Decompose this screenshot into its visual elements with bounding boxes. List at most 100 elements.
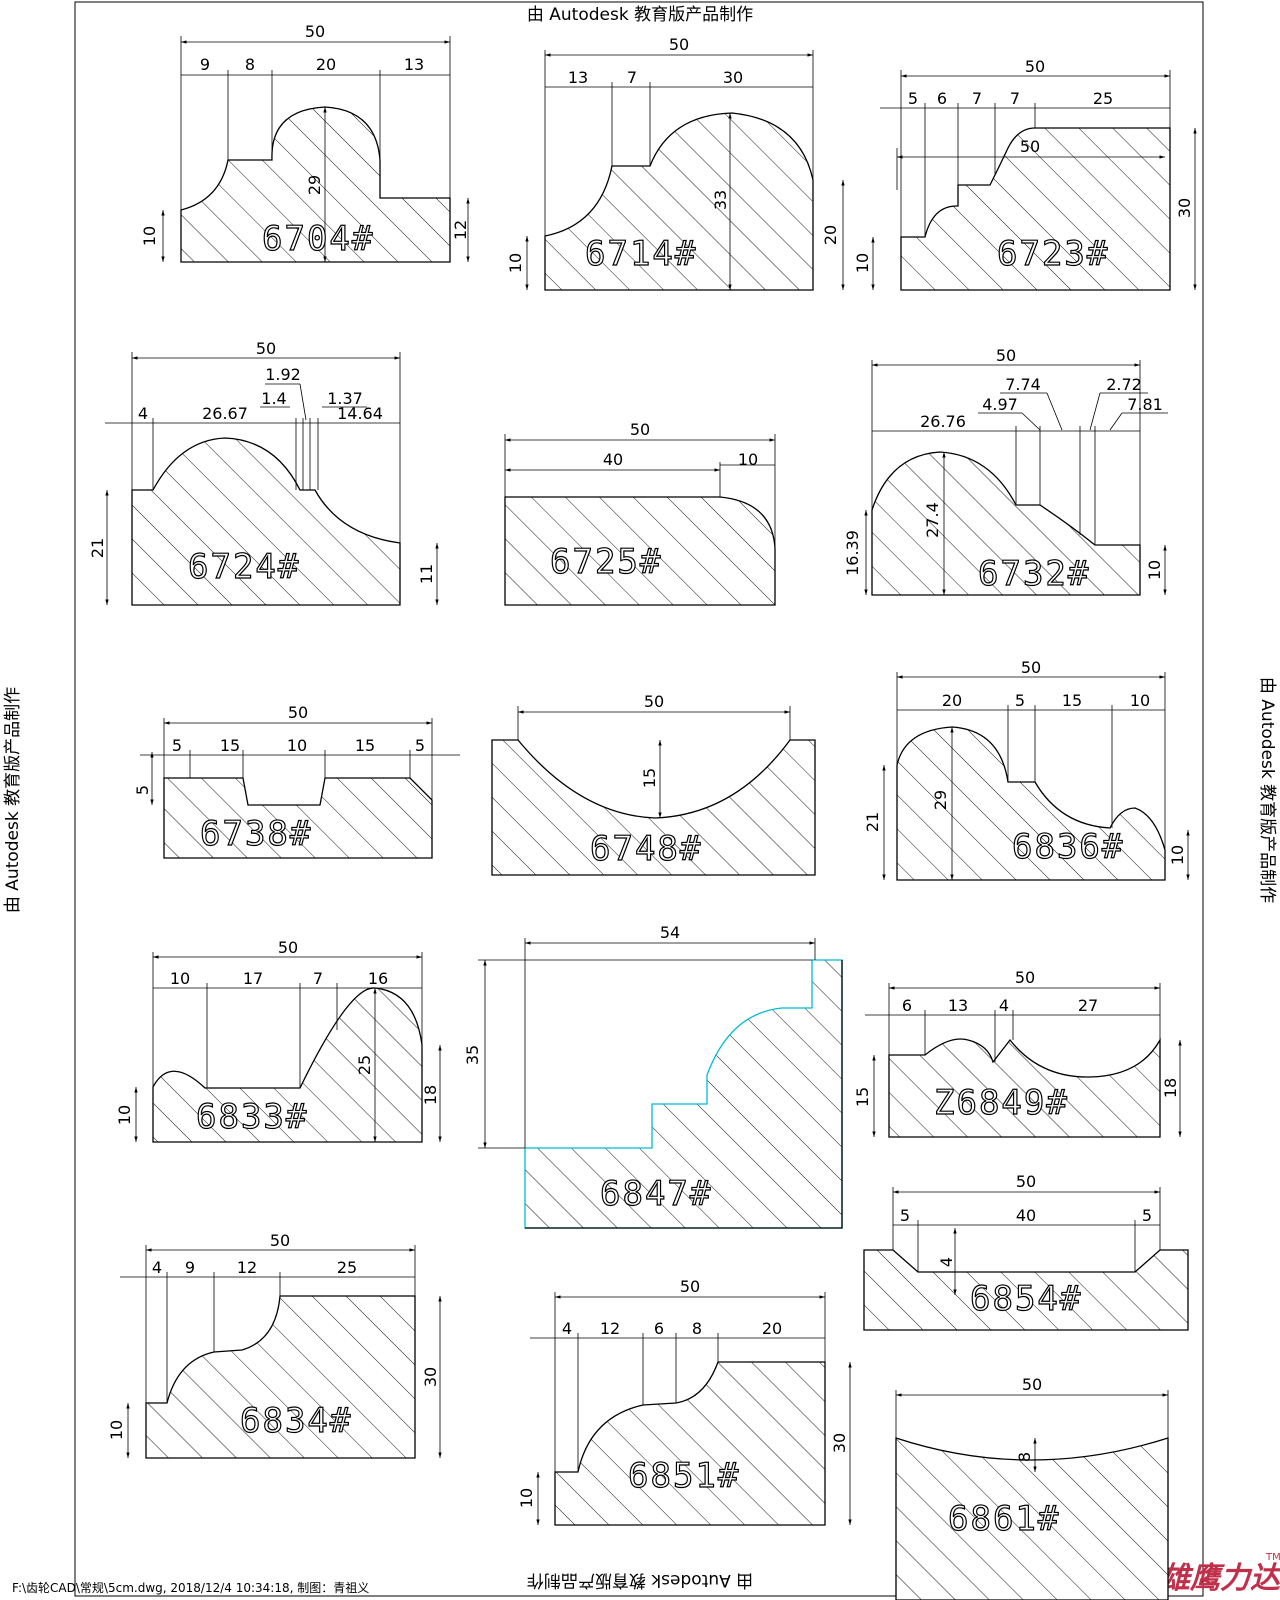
dim-label: 50 (996, 346, 1016, 365)
watermark-left: 由 Autodesk 教育版产品制作 (3, 687, 23, 913)
dim-label: 15 (853, 1087, 872, 1107)
watermark-top: 由 Autodesk 教育版产品制作 (527, 5, 753, 25)
dim-label: 14.64 (337, 404, 383, 423)
profile-6738: 50 5 15 10 15 5 5 6738# (133, 703, 460, 859)
dim-label: 40 (603, 450, 623, 469)
dim-label: 50 (1020, 137, 1040, 156)
dim-label: 10 (506, 253, 525, 273)
profile-6833: 50 10 17 7 16 25 10 18 6833# (115, 938, 442, 1143)
dim-label: 10 (170, 969, 190, 988)
dim-label: 5 (415, 736, 425, 755)
dim-label: 15 (220, 736, 240, 755)
dim-label: 4 (562, 1319, 572, 1338)
dim-label: 13 (404, 55, 424, 74)
profile-number: 6861# (948, 1499, 1060, 1539)
dim-label: 10 (853, 253, 872, 273)
dim-label: 25 (355, 1055, 374, 1075)
dim-label: 16 (368, 969, 388, 988)
dim-label: 5 (1142, 1206, 1152, 1225)
dim-label: 4 (138, 404, 148, 423)
profile-number: 6851# (628, 1456, 740, 1496)
profile-number: 6714# (585, 234, 697, 274)
dim-label: 9 (200, 55, 210, 74)
profile-number: 6833# (196, 1097, 308, 1137)
dim-label: 26.76 (920, 412, 966, 431)
dim-label: 10 (738, 450, 758, 469)
dim-label: 18 (421, 1085, 440, 1105)
brand-logo: 雄鹰力达 (1160, 1561, 1280, 1596)
dim-label: 5 (172, 736, 182, 755)
sheet-border (74, 1, 1204, 1597)
dim-label: 25 (1093, 89, 1113, 108)
dim-label: 12 (451, 220, 470, 240)
profile-6851: 50 4 12 6 8 20 10 30 6851# (517, 1277, 852, 1526)
dim-label: 5 (908, 89, 918, 108)
profile-number: 6704# (262, 219, 374, 259)
dim-label: 29 (931, 790, 950, 810)
profile-number: 6854# (970, 1279, 1082, 1319)
dim-label: 50 (305, 22, 325, 41)
dim-label: 12 (237, 1258, 257, 1277)
dim-label: 35 (463, 1045, 482, 1065)
dim-label: 15 (1062, 691, 1082, 710)
dim-label: 10 (1168, 845, 1187, 865)
dim-label: 21 (863, 812, 882, 832)
profile-6854: 50 5 40 5 4 6854# (863, 1172, 1189, 1331)
dim-label: 16.39 (843, 530, 862, 576)
profile-6723: 50 5 6 7 7 25 50 30 10 6723# (853, 57, 1197, 291)
dim-label: 50 (270, 1231, 290, 1250)
dim-label: 7 (972, 89, 982, 108)
dim-label: 26.67 (202, 404, 248, 423)
profile-6834: 50 4 9 12 25 10 30 6834# (107, 1231, 442, 1459)
dim-label: 12 (600, 1319, 620, 1338)
dim-label: 7.81 (1127, 395, 1163, 414)
dim-label: 10 (1145, 560, 1164, 580)
dim-label: 4 (152, 1258, 162, 1277)
dim-label: 9 (185, 1258, 195, 1277)
dim-label: 20 (762, 1319, 782, 1338)
dim-label: 50 (680, 1277, 700, 1296)
dim-label: 7.74 (1005, 375, 1041, 394)
dim-label: 27.4 (923, 502, 942, 538)
dim-label: 8 (245, 55, 255, 74)
dim-label: 29 (305, 175, 324, 195)
dim-label: 27 (1078, 996, 1098, 1015)
dim-label: 5 (900, 1206, 910, 1225)
dim-label: 50 (1015, 968, 1035, 987)
dim-label: 50 (1021, 658, 1041, 677)
dim-label: 25 (337, 1258, 357, 1277)
profile-number: 6748# (590, 829, 702, 869)
dim-label: 20 (821, 225, 840, 245)
dim-label: 21 (88, 538, 107, 558)
profile-number: Z6849# (934, 1083, 1069, 1123)
profile-6748: 50 15 6748# (491, 692, 816, 876)
profile-6847: 54 35 6847# (463, 923, 843, 1229)
dim-label: 50 (644, 692, 664, 711)
dim-label: 6 (654, 1319, 664, 1338)
dim-label: 30 (1175, 198, 1194, 218)
dim-label: 50 (1022, 1375, 1042, 1394)
dim-label: 10 (287, 736, 307, 755)
profile-6836: 50 20 5 15 10 29 21 10 6836# (863, 658, 1190, 881)
dim-label: 8 (1015, 1452, 1034, 1462)
dim-label: 4 (999, 996, 1009, 1015)
profile-number: 6834# (240, 1401, 352, 1441)
dim-label: 2.72 (1106, 375, 1142, 394)
profile-number: 6847# (600, 1174, 712, 1214)
dim-label: 10 (1130, 691, 1150, 710)
brand-logo-tm: TM (1265, 1552, 1280, 1563)
dim-label: 15 (355, 736, 375, 755)
dim-label: 50 (256, 339, 276, 358)
dim-label: 30 (421, 1367, 440, 1387)
profile-number: 6738# (200, 814, 312, 854)
dim-label: 13 (948, 996, 968, 1015)
dim-label: 1.4 (261, 389, 286, 408)
dim-label: 10 (107, 1420, 126, 1440)
profile-6861: 50 8 6861# (895, 1375, 1169, 1600)
profile-number: 6836# (1012, 827, 1124, 867)
dim-label: 50 (288, 703, 308, 722)
profile-6725: 50 40 10 6725# (504, 420, 776, 606)
profile-6704: 50 9 8 20 13 29 10 12 6704# (140, 22, 470, 263)
dim-label: 7 (313, 969, 323, 988)
